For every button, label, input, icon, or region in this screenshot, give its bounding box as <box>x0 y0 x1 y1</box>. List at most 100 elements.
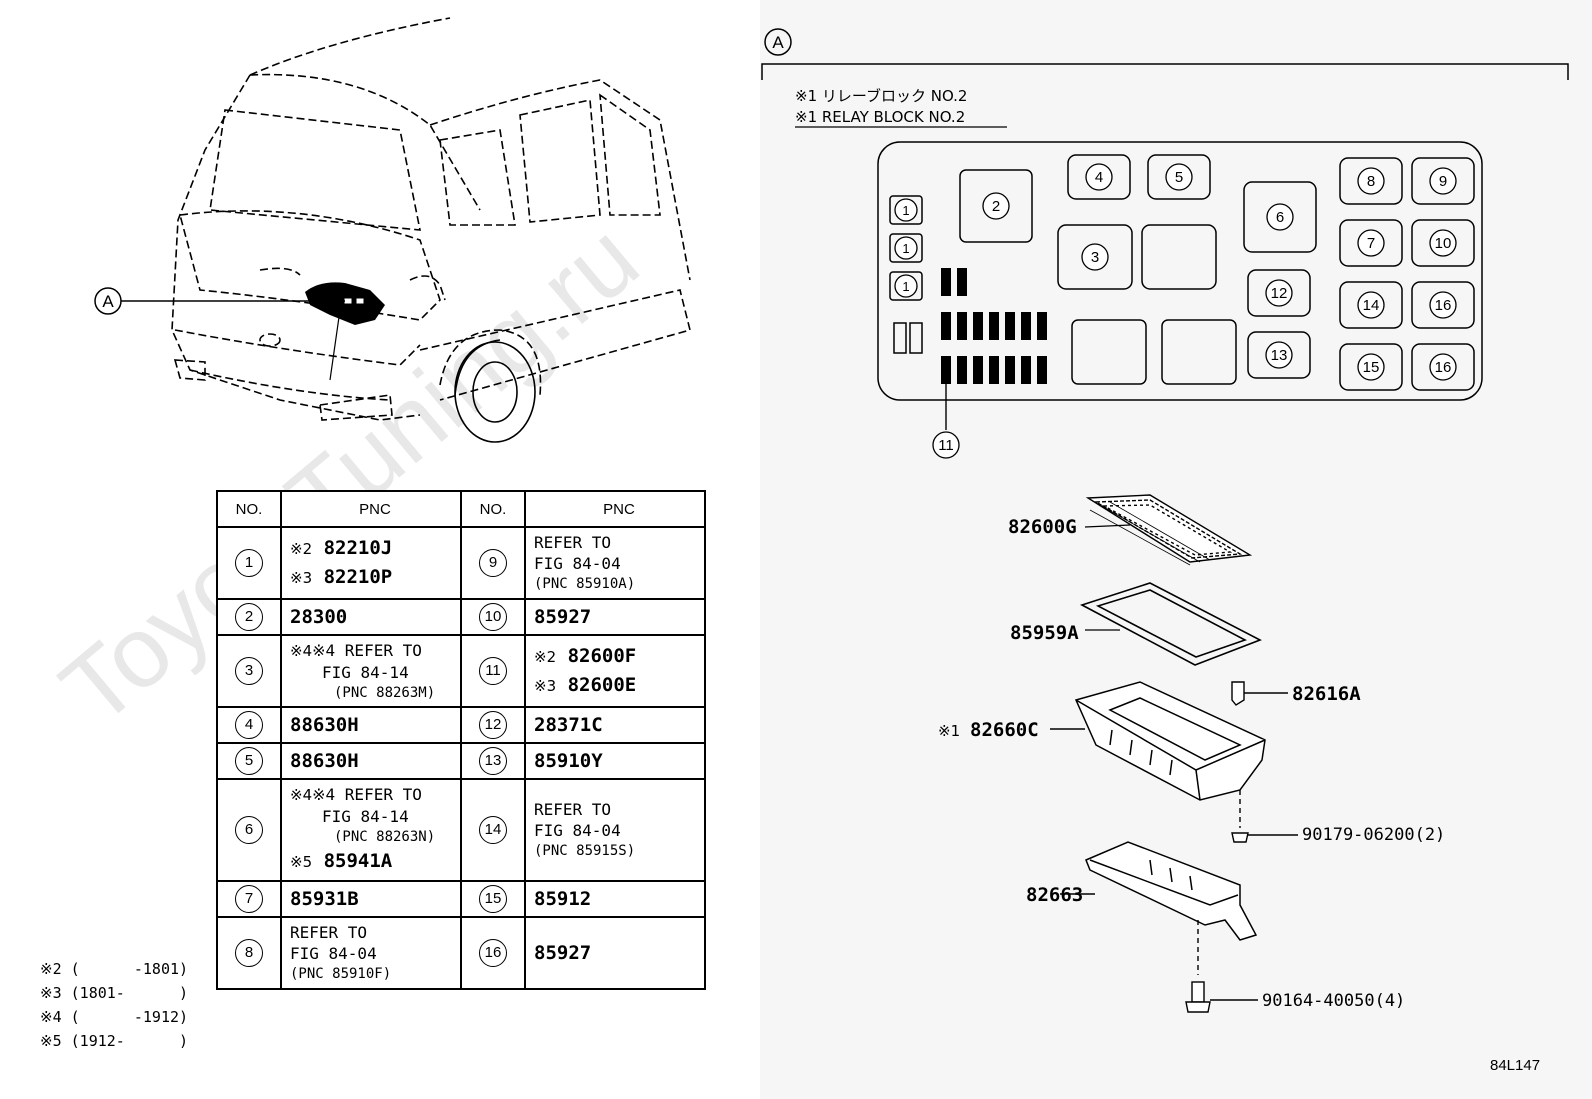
no-circle: 13 <box>479 747 507 775</box>
relay-pos-circle-11 <box>932 431 960 459</box>
no-cell: 2 <box>216 598 282 636</box>
relay-pos-circle-12 <box>1265 279 1293 307</box>
note-4: ※4 ( -1912) <box>40 1008 189 1026</box>
no-circle: 12 <box>479 711 507 739</box>
no-circle: 8 <box>235 939 263 967</box>
label-82616A: 82616A <box>1292 683 1361 705</box>
no-circle: 3 <box>235 657 263 685</box>
pnc-line: 88630H <box>290 714 359 736</box>
relay-pos-label-3: 3 <box>1091 249 1099 266</box>
relay-pos-circle-4 <box>1085 163 1113 191</box>
pnc-line: (PNC 88263M) <box>334 684 436 701</box>
pnc-line: ※4※4 REFER TO <box>290 784 460 806</box>
relay-pos-label-7: 7 <box>1367 235 1375 252</box>
pnc-cell: 85927 <box>524 598 706 636</box>
relay-pos-label-8: 8 <box>1367 173 1375 190</box>
relay-pos-circle-5 <box>1165 163 1193 191</box>
pnc-line: (PNC 85910F) <box>290 966 392 982</box>
relay-pos-circle-7 <box>1357 229 1385 257</box>
label-90179: 90179-06200(2) <box>1302 825 1445 845</box>
no-circle: 10 <box>479 603 507 631</box>
pnc-cell: ※2 82210J※3 82210P <box>280 526 462 600</box>
relay-block-layout <box>877 141 1483 401</box>
relay-pos-circle-10 <box>1429 229 1457 257</box>
label-mark-1: ※1 <box>938 722 960 740</box>
no-cell: 1 <box>216 526 282 600</box>
relay-pos-label-16: 16 <box>1435 297 1452 314</box>
nut-90179 <box>1231 790 1298 843</box>
pnc-cell: 88630H <box>280 742 462 780</box>
notes: ※2 ( -1801) ※3 (1801- ) ※4 ( -1912) ※5 (… <box>40 957 188 1053</box>
relay-pos-circle-1 <box>894 198 918 222</box>
relay-pos-label-5: 5 <box>1175 169 1183 186</box>
vehicle-wheel <box>454 339 536 443</box>
pnc-line: 85912 <box>534 888 592 910</box>
relay-pos-label-16: 16 <box>1435 359 1452 376</box>
table-row: 4 88630H 12 28371C <box>216 706 706 744</box>
pnc-value: 82600F <box>556 645 637 667</box>
relay-pos-circle-6 <box>1266 203 1294 231</box>
pnc-line: 28371C <box>534 714 603 736</box>
label-82663: 82663 <box>1026 884 1083 906</box>
fuse-cover-82600G <box>1084 494 1253 566</box>
no-circle: 15 <box>479 885 507 913</box>
pnc-value: ※4 REFER TO <box>312 785 422 804</box>
pnc-cell: 85931B <box>280 880 462 918</box>
relay-pos-circle-14 <box>1357 291 1385 319</box>
no-circle: 9 <box>479 549 507 577</box>
label-82600G: 82600G <box>1008 516 1077 538</box>
no-circle: 7 <box>235 885 263 913</box>
header-no-left: NO. <box>216 490 282 528</box>
pnc-line: (PNC 88263N) <box>334 829 436 845</box>
relay-pos-circle-15 <box>1357 353 1385 381</box>
pnc-line: ※3 82600E <box>534 671 704 700</box>
pnc-line: ※3 82210P <box>290 563 460 592</box>
relay-pos-circle-1 <box>894 274 918 298</box>
bolt-90164 <box>1185 920 1258 1013</box>
relay-block-location <box>305 282 385 381</box>
pnc-line: ※4※4 REFER TO <box>290 640 460 662</box>
no-cell: 9 <box>460 526 526 600</box>
pnc-line: FIG 84-04 <box>290 944 377 963</box>
header-pnc-right: PNC <box>524 490 706 528</box>
relay-pos-label-14: 14 <box>1363 297 1380 314</box>
pnc-line: REFER TO <box>534 533 612 552</box>
relay-block-82660C <box>1050 681 1266 801</box>
pnc-cell: 28300 <box>280 598 462 636</box>
pnc-line: 88630H <box>290 750 359 772</box>
bracket-82663 <box>1060 841 1258 941</box>
pnc-line: FIG 84-14 <box>322 807 409 826</box>
relay-pos-circle-16 <box>1429 291 1457 319</box>
no-cell: 10 <box>460 598 526 636</box>
pnc-value: 82210J <box>312 537 393 559</box>
callout-A-right: A <box>761 28 1569 80</box>
no-circle: 1 <box>235 549 263 577</box>
no-cell: 6 <box>216 778 282 882</box>
fuse-array <box>941 268 1047 384</box>
pnc-value: ※4 REFER TO <box>312 640 422 660</box>
pnc-line: (PNC 85910A) <box>534 576 636 592</box>
no-cell: 12 <box>460 706 526 744</box>
relay-pos-label-15: 15 <box>1363 359 1380 376</box>
relay-pos-label-1: 1 <box>902 241 909 256</box>
no-cell: 8 <box>216 916 282 990</box>
no-cell: 4 <box>216 706 282 744</box>
pnc-cell: 28371C <box>524 706 706 744</box>
callout-A-left: A <box>94 287 345 315</box>
svg-text:A: A <box>102 292 114 311</box>
pnc-line: ※2 82600F <box>534 642 704 671</box>
relay-pos-label-13: 13 <box>1271 347 1288 364</box>
pnc-line: 28300 <box>290 606 348 628</box>
no-cell: 7 <box>216 880 282 918</box>
label-90164: 90164-40050(4) <box>1262 991 1405 1011</box>
pnc-value: 82600E <box>556 674 637 696</box>
